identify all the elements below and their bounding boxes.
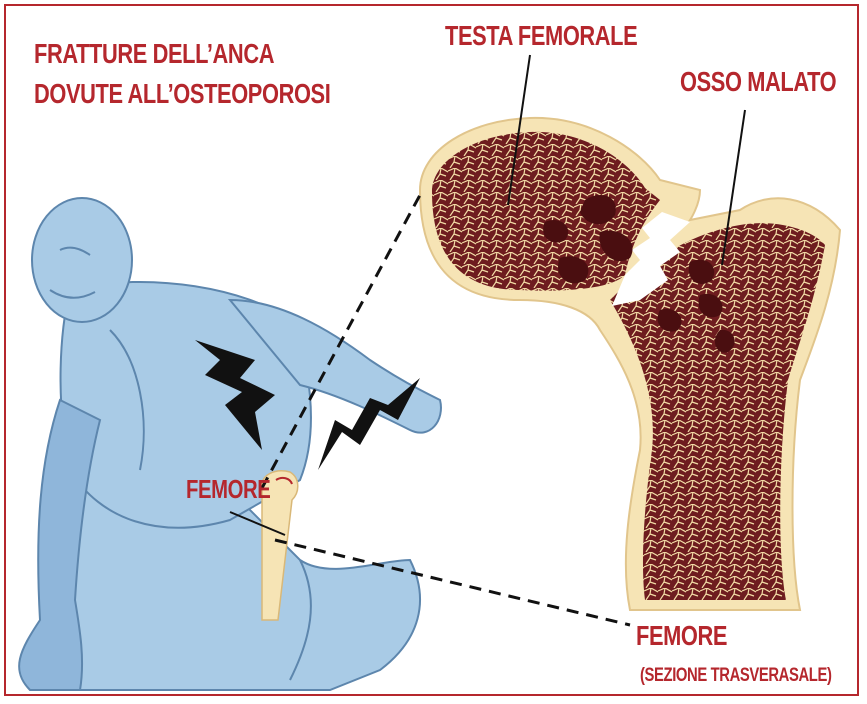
label-femur-figure: FEMORE (186, 474, 270, 505)
diagram-title-line2: DOVUTE ALL’OSTEOPOROSI (34, 78, 330, 110)
label-femur-section: FEMORE (636, 620, 727, 652)
label-diseased-bone: OSSO MALATO (680, 66, 836, 98)
diagram-title-line1: FRATTURE DELL’ANCA (34, 38, 274, 70)
label-cross-section: (SEZIONE TRASVERASALE) (640, 665, 832, 687)
femur-cross-section (420, 118, 840, 610)
label-femoral-head: TESTA FEMORALE (445, 20, 637, 52)
